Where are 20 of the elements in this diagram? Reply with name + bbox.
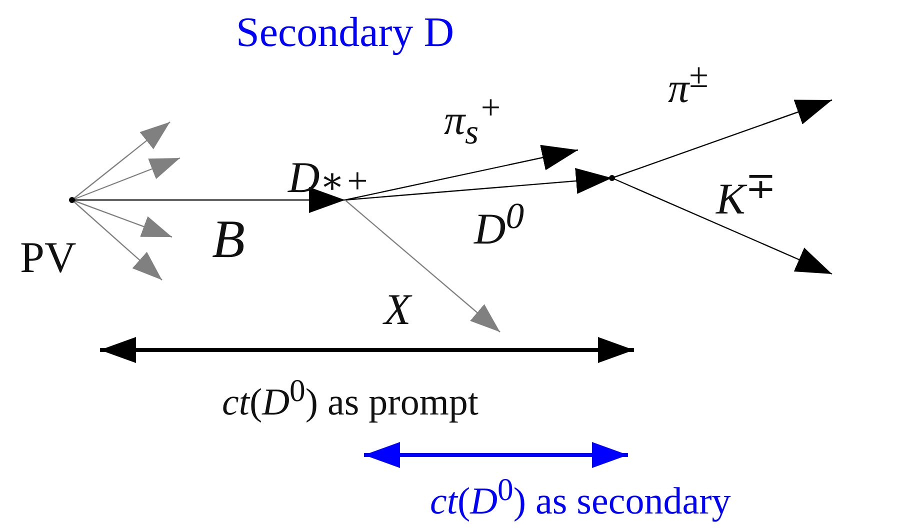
particle-track-arrow	[344, 200, 500, 332]
particle-track-arrow	[72, 187, 345, 213]
vertex-dot	[69, 197, 75, 203]
particle-track-arrow	[72, 122, 170, 200]
dimension-label: ct(D$^{0}$) as secondary	[430, 474, 731, 521]
particle-track-arrow	[344, 144, 578, 201]
vertex-label: PV	[20, 236, 76, 280]
particle-label: π$^{±}$	[668, 58, 708, 110]
particle-label: X	[384, 288, 411, 332]
particle-label: B	[212, 212, 245, 266]
particle-track-arrow	[612, 177, 832, 275]
dimension-label: ct(D$^{0}$) as prompt	[222, 375, 478, 422]
vertex-dot	[609, 175, 615, 181]
particle-track-arrow	[72, 199, 172, 238]
diagram-title: Secondary D	[236, 12, 454, 54]
particle-track-arrow	[612, 99, 832, 179]
particle-track-arrow	[72, 157, 180, 201]
particle-label: D$^{0}$	[474, 198, 524, 252]
particle-track-arrow	[72, 200, 162, 280]
particle-label: K$^{∓}$	[716, 168, 776, 222]
